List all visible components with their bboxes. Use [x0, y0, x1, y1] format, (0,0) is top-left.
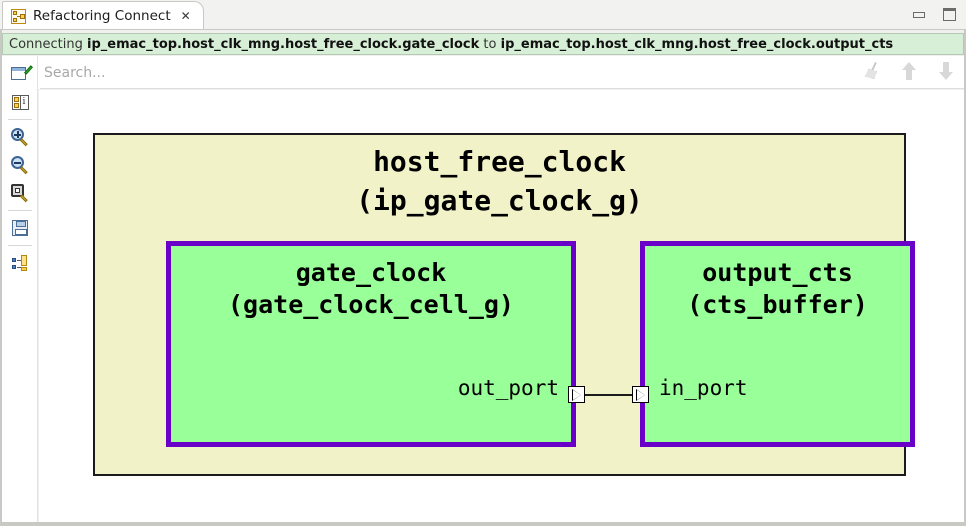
status-target-path: ip_emac_top.host_clk_mng.host_free_clock… — [500, 36, 894, 52]
tab-refactoring-connect[interactable]: Refactoring Connect ✕ — [2, 1, 204, 30]
zoom-fit-icon — [11, 184, 29, 203]
window-border-bottom — [0, 522, 966, 526]
window-controls — [913, 0, 956, 29]
maximize-icon[interactable] — [943, 8, 956, 21]
toolbar-divider — [8, 245, 32, 246]
connection-line[interactable] — [584, 394, 633, 396]
module-title-type: (ip_gate_clock_g) — [356, 184, 643, 217]
module-title-name: host_free_clock — [373, 145, 626, 178]
tab-bar: Refactoring Connect ✕ — [0, 0, 966, 30]
left-toolbar: i — [2, 56, 38, 522]
refactoring-icon — [11, 8, 26, 24]
zoom-in-icon — [11, 128, 29, 147]
zoom-out-button[interactable] — [2, 151, 38, 179]
instance-type: (gate_clock_cell_g) — [228, 290, 514, 319]
zoom-fit-button[interactable] — [2, 179, 38, 207]
clear-search-icon[interactable] — [862, 60, 882, 82]
minimize-icon[interactable] — [913, 11, 925, 18]
edit-in-window-button[interactable] — [2, 60, 38, 88]
edit-in-window-icon — [11, 65, 33, 82]
port-label-out-port: out_port — [457, 376, 559, 400]
next-match-icon[interactable] — [936, 60, 956, 82]
instance-name: gate_clock — [295, 258, 447, 287]
tab-label: Refactoring Connect — [33, 8, 171, 24]
instance-name: output_cts — [702, 258, 853, 287]
status-bar: Connecting ip_emac_top.host_clk_mng.host… — [2, 33, 964, 55]
instance-type: (cts_buffer) — [687, 290, 868, 319]
instance-output-cts[interactable]: output_cts (cts_buffer) in_port — [640, 241, 915, 447]
close-icon[interactable]: ✕ — [180, 9, 191, 23]
status-joiner: to — [483, 36, 497, 52]
properties-button[interactable]: i — [2, 88, 38, 116]
search-underline — [40, 88, 964, 89]
port-marker-in[interactable] — [632, 386, 649, 403]
hierarchy-button[interactable] — [2, 249, 38, 277]
previous-match-icon[interactable] — [899, 60, 919, 82]
search-actions — [862, 60, 956, 82]
toolbar-divider — [8, 210, 32, 211]
toolbar-divider — [8, 119, 32, 120]
hierarchy-icon — [11, 255, 29, 271]
port-label-in-port: in_port — [659, 376, 748, 400]
module-host-free-clock[interactable]: host_free_clock (ip_gate_clock_g) gate_c… — [93, 133, 915, 476]
status-prefix: Connecting — [9, 36, 83, 52]
save-button[interactable] — [2, 214, 38, 242]
status-source-path: ip_emac_top.host_clk_mng.host_free_clock… — [87, 36, 480, 52]
diagram-canvas[interactable]: host_free_clock (ip_gate_clock_g) gate_c… — [39, 90, 964, 522]
save-icon — [12, 220, 28, 236]
instance-gate-clock[interactable]: gate_clock (gate_clock_cell_g) out_port — [166, 241, 576, 447]
search-row — [2, 56, 964, 89]
properties-icon: i — [11, 94, 29, 110]
search-input[interactable] — [40, 56, 870, 89]
zoom-out-icon — [11, 156, 29, 175]
tab-bar-divider — [0, 29, 966, 30]
window-border-right — [964, 30, 966, 524]
port-marker-out[interactable] — [568, 386, 585, 403]
zoom-in-button[interactable] — [2, 123, 38, 151]
window-border-left — [0, 30, 2, 524]
